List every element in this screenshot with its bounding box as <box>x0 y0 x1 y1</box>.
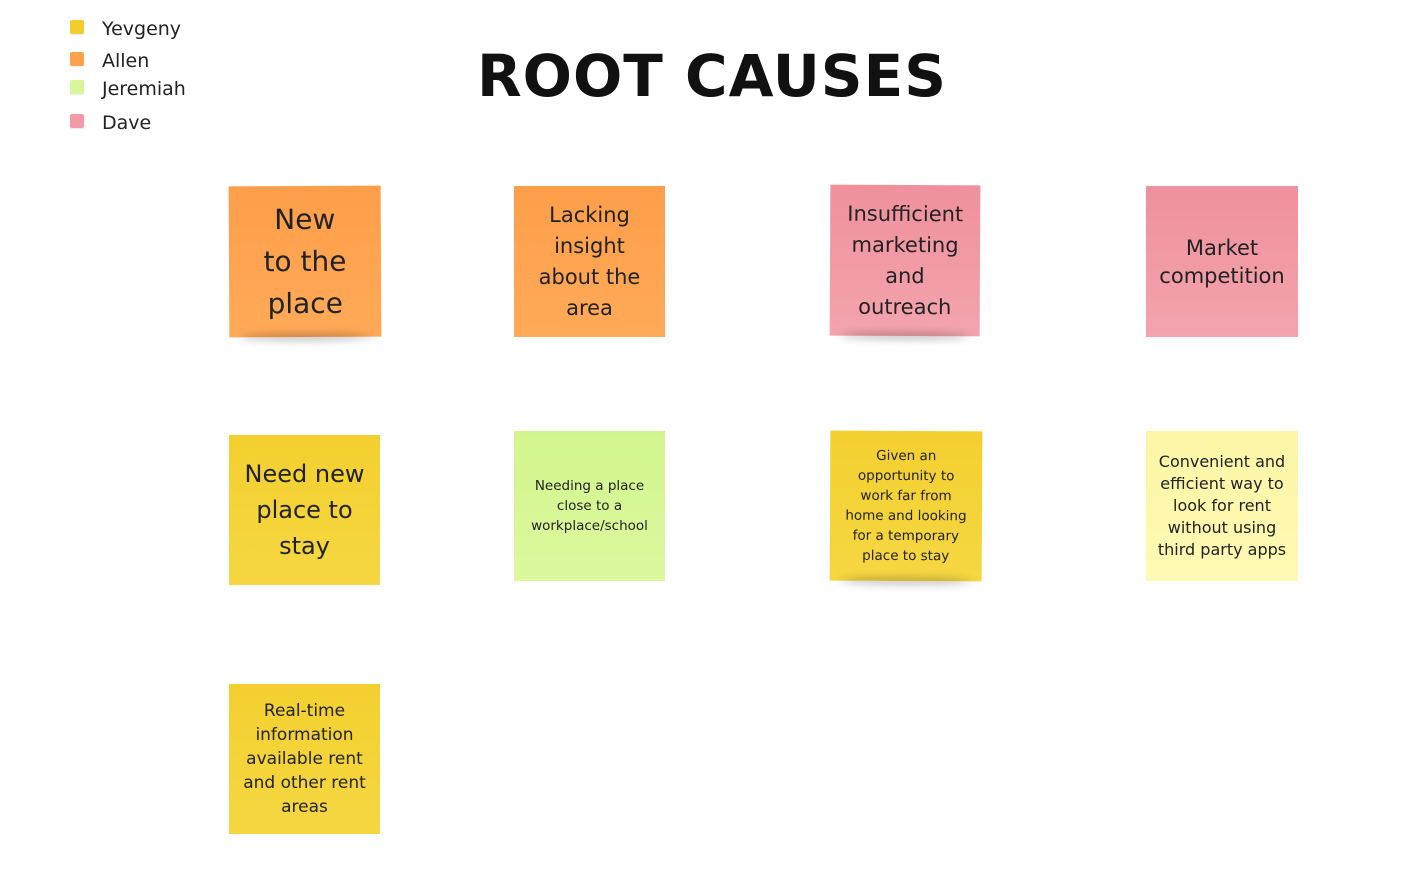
sticky-note[interactable]: Need new place to stay <box>229 435 380 585</box>
sticky-note[interactable]: Given an opportunity to work far from ho… <box>829 430 983 582</box>
sticky-note[interactable]: New to the place <box>228 185 382 338</box>
page-title: ROOT CAUSES <box>477 42 947 110</box>
sticky-note[interactable]: Lacking insight about the area <box>514 186 665 337</box>
legend-label: Dave <box>102 112 152 134</box>
sticky-note[interactable]: Convenient and efficient way to look for… <box>1146 431 1298 581</box>
sticky-note-text: Real-time information available rent and… <box>243 701 366 817</box>
sticky-note-text: Needing a place close to a workplace/sch… <box>531 478 648 534</box>
legend-label: Allen <box>102 50 150 72</box>
sticky-note[interactable]: Needing a place close to a workplace/sch… <box>514 431 665 581</box>
sticky-note-text: Need new place to stay <box>244 460 365 560</box>
sticky-note-text: Market competition <box>1159 235 1285 288</box>
sticky-note[interactable]: Insufficient marketing and outreach <box>829 184 981 337</box>
sticky-note-text: Insufficient marketing and outreach <box>847 201 964 319</box>
legend-swatch-allen <box>70 52 84 66</box>
sticky-note-text: Lacking insight about the area <box>538 202 641 320</box>
sticky-note[interactable]: Real-time information available rent and… <box>229 684 380 834</box>
legend-label: Yevgeny <box>102 18 182 40</box>
sticky-note[interactable]: Market competition <box>1146 186 1298 337</box>
sticky-note-text: New to the place <box>263 202 347 320</box>
legend-swatch-dave <box>70 114 84 128</box>
sticky-note-text: Convenient and efficient way to look for… <box>1157 452 1287 559</box>
legend-swatch-yevgeny <box>70 20 84 34</box>
legend-label: Jeremiah <box>102 78 186 100</box>
sticky-note-text: Given an opportunity to work far from ho… <box>845 447 967 565</box>
legend-swatch-jeremiah <box>70 80 84 94</box>
